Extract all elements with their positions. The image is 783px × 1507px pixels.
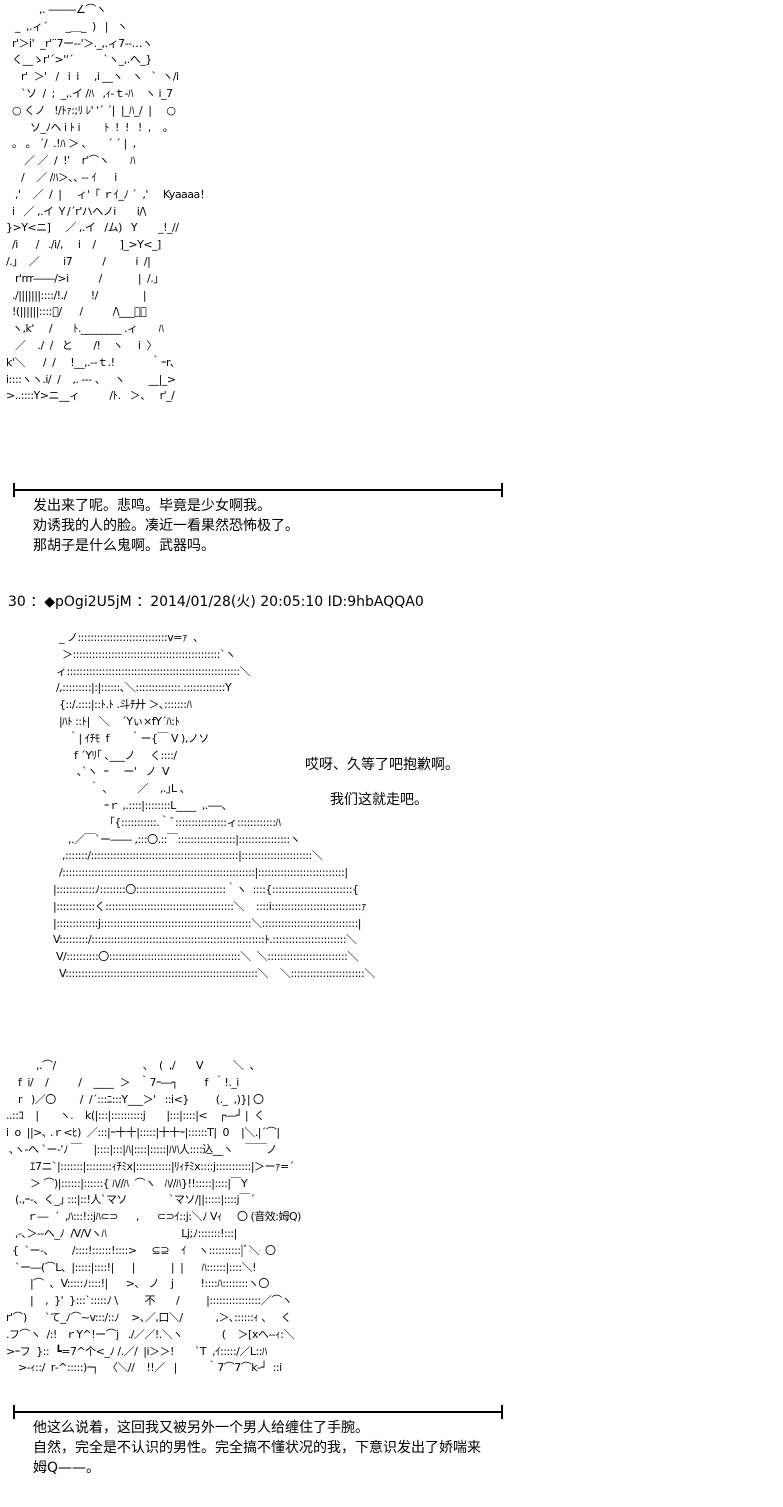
ascii-art-scene-2: _ ノ::::::::::::::::::::::::::::v=ｧ 、 ＞::…	[52, 631, 375, 980]
speech-line: 我们这就走吧。	[330, 792, 428, 808]
caption-line: 自然，完全是不认识的男性。完全搞不懂状况的我，下意识发出了娇喘来	[33, 1440, 481, 1456]
speech-line: 哎呀、久等了吧抱歉啊。	[305, 757, 459, 773]
post-divider	[13, 1405, 503, 1419]
post-header: 30 ：◆pOgi2U5jM ：2014/01/28(火) 20:05:10 I…	[8, 594, 424, 610]
caption-line: 发出来了呢。悲鸣。毕竟是少女啊我。	[33, 498, 271, 514]
caption-line: 姆Q——。	[33, 1460, 101, 1476]
ascii-art-scene-1: ,. -――-∠⌒ヽ _ ,.ィ´ _＿_ ) | ヽ r'＞i' _r'¨7ー…	[6, 3, 211, 403]
ascii-art-scene-3: ,.⌒/ 、 ( ,/ V ＼ 、 f i/ / / ____ ＞ ｀7ｰ―┐ …	[6, 1059, 301, 1375]
post-divider	[13, 483, 503, 497]
caption-line: 那胡子是什么鬼啊。武器吗。	[33, 538, 215, 554]
caption-1: 发出来了呢。悲鸣。毕竟是少女啊我。 劝诱我的人的脸。凑近一看果然恐怖极了。 那胡…	[33, 496, 299, 556]
caption-line: 他这么说着，这回我又被另外一个男人给缠住了手腕。	[33, 1420, 369, 1436]
caption-2: 他这么说着，这回我又被另外一个男人给缠住了手腕。 自然，完全是不认识的男性。完全…	[33, 1418, 481, 1478]
caption-line: 劝诱我的人的脸。凑近一看果然恐怖极了。	[33, 518, 299, 534]
